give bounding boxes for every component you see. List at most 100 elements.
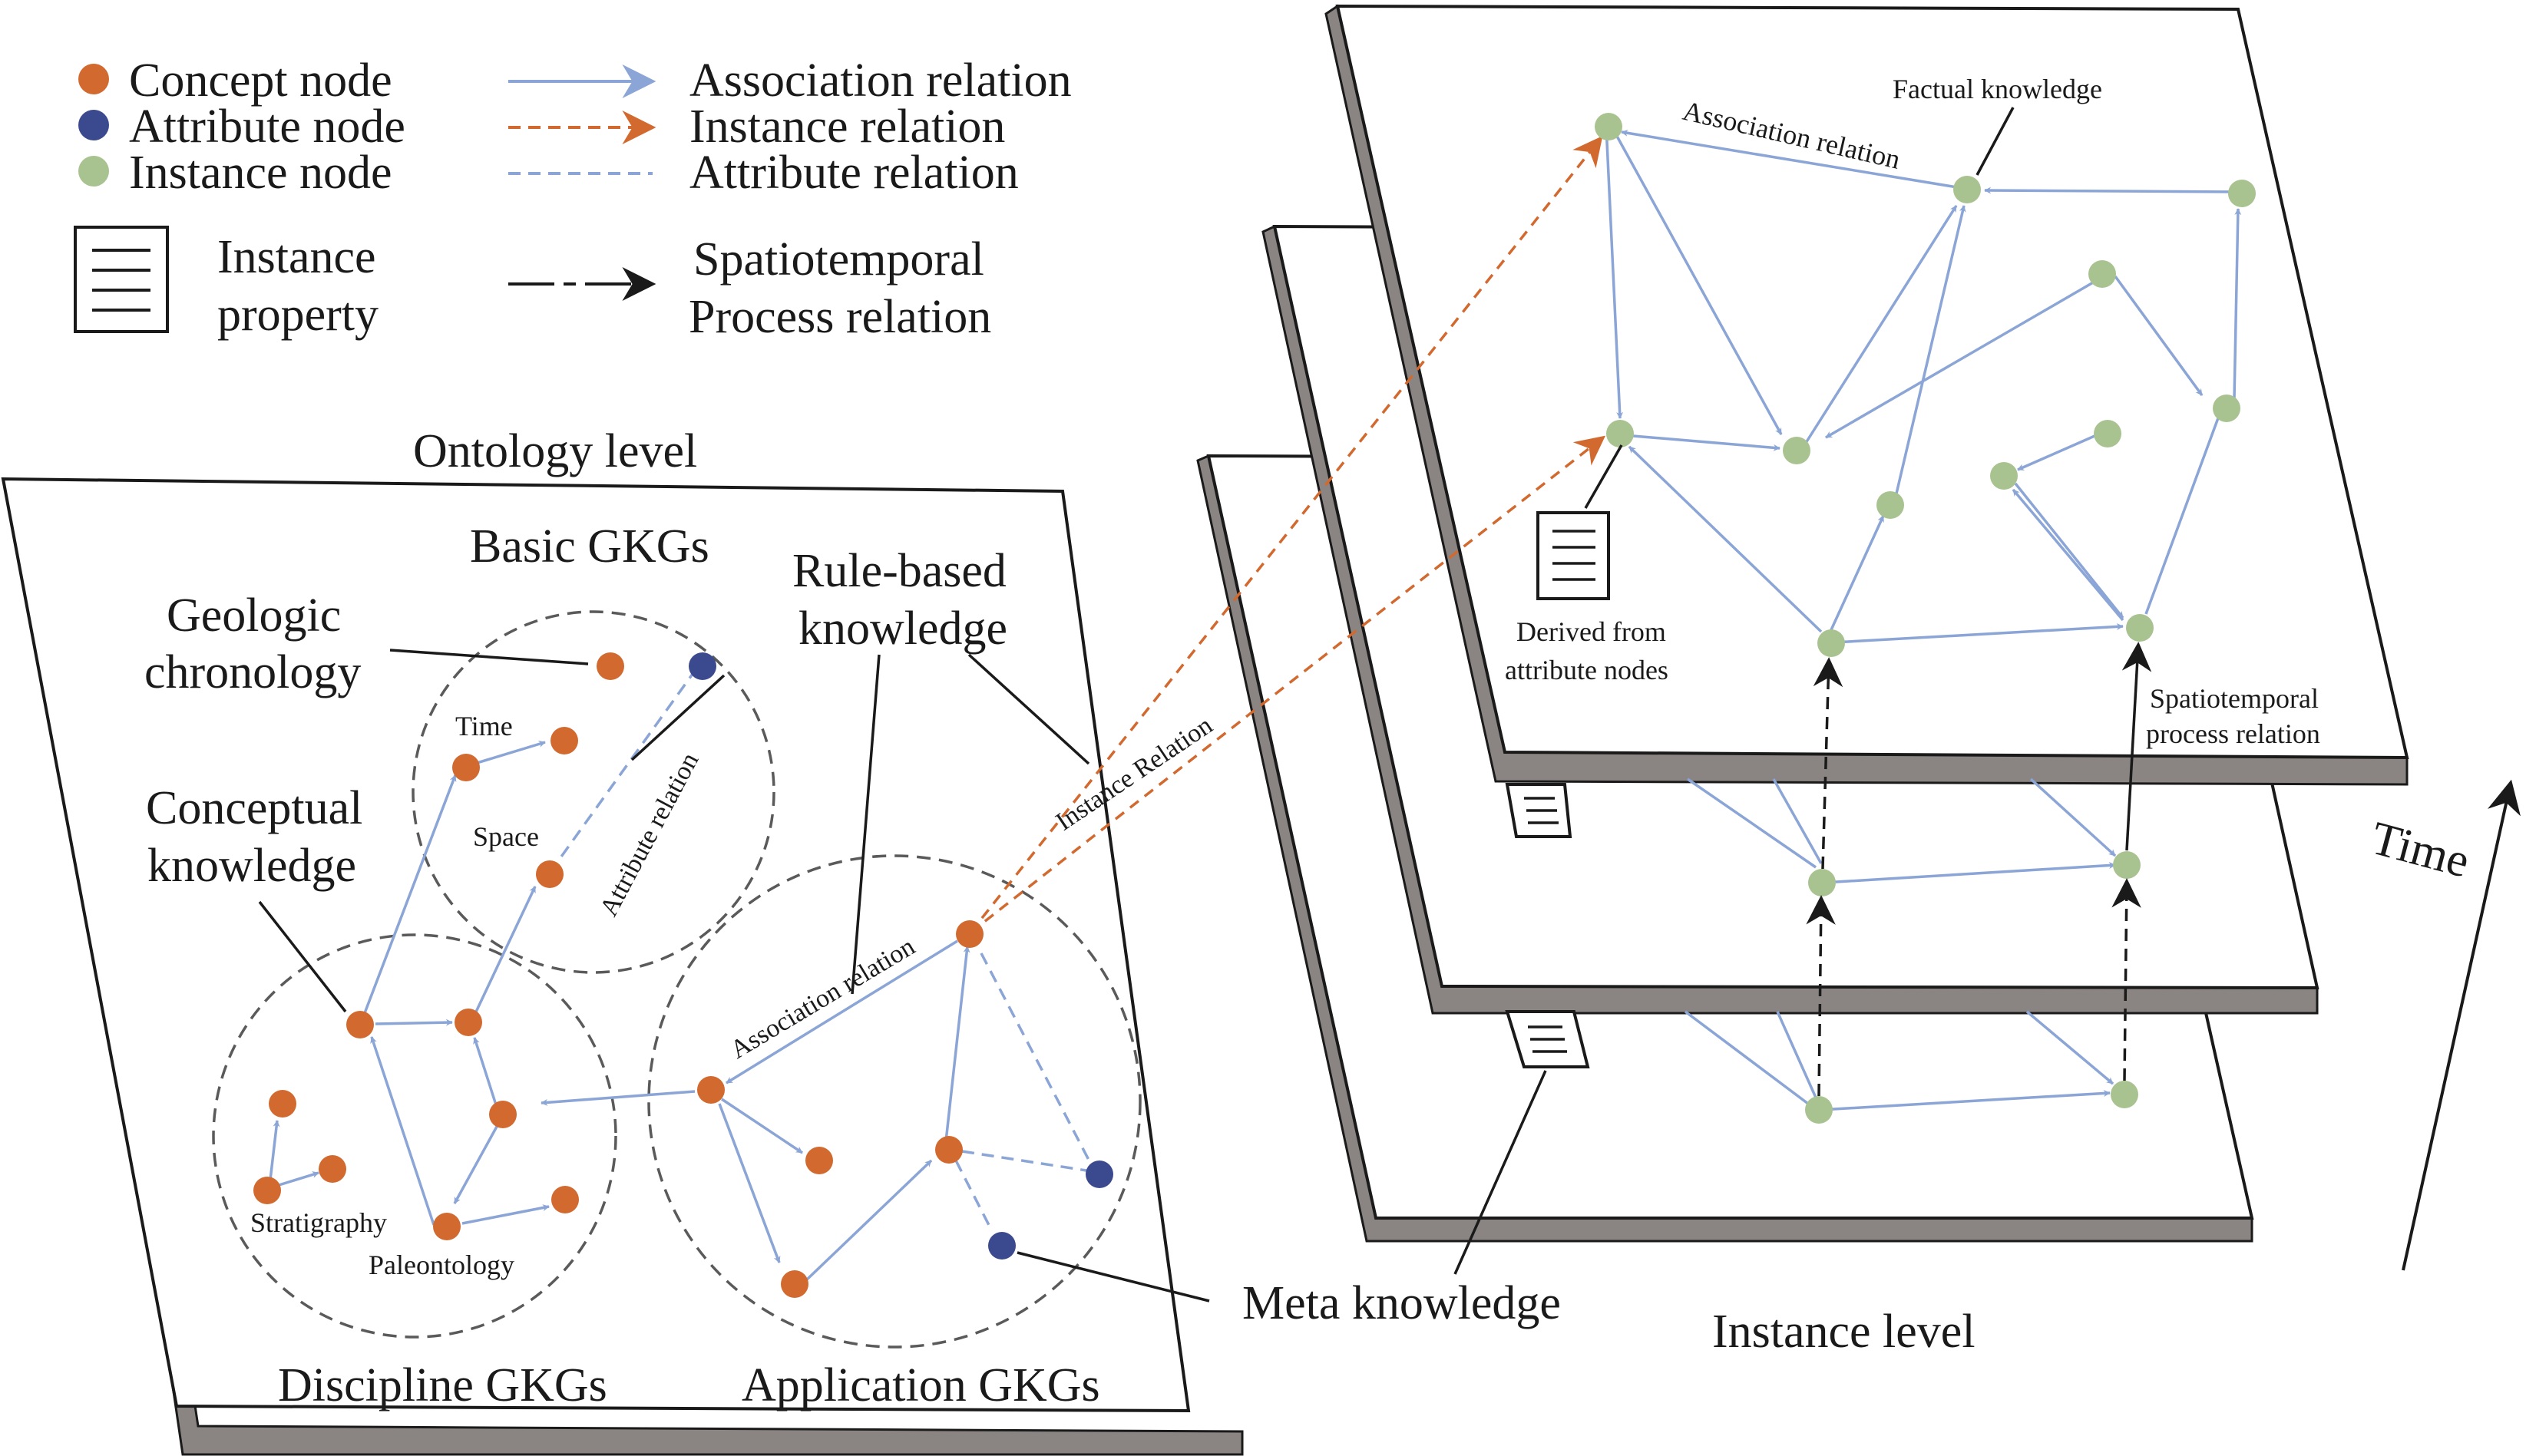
rule-based-knowledge-label-2: knowledge — [798, 603, 1007, 655]
space-label: Space — [473, 821, 539, 852]
edge — [1621, 129, 1962, 190]
concept-node-swatch — [78, 64, 109, 94]
top-plane-edges — [1605, 125, 2242, 644]
basic-gkgs-label: Basic GKGs — [470, 520, 709, 573]
edge — [954, 1160, 992, 1229]
derived-property-document-icon — [1536, 511, 1610, 600]
edge — [1825, 275, 2104, 439]
instance-spatiotemporal-label-2: process relation — [2146, 718, 2320, 749]
edge — [375, 1019, 453, 1026]
ontology-edges — [268, 669, 1092, 1282]
time-label: Time — [455, 711, 513, 741]
instance-node — [2113, 851, 2141, 879]
edge — [944, 946, 970, 1142]
leader — [851, 654, 881, 995]
edge — [1687, 778, 1817, 869]
ontology-level-title: Ontology level — [413, 425, 697, 477]
application-gkgs-label: Application GKGs — [742, 1359, 1100, 1411]
edge — [1776, 1011, 1817, 1098]
instance-plane-top — [1335, 4, 2409, 760]
edge — [470, 886, 537, 1022]
edge — [1613, 131, 1783, 435]
attribute-node-swatch — [78, 110, 109, 140]
rule-based-knowledge-label-1: Rule-based — [792, 545, 1007, 597]
edge — [2144, 415, 2220, 615]
concept-node — [781, 1270, 808, 1298]
spatiotemporal-edge — [1806, 895, 1836, 1097]
legend-instance-node: Instance node — [129, 147, 392, 199]
middle-plane-edges — [1687, 778, 2117, 884]
edge — [453, 1124, 499, 1204]
edge — [1984, 187, 2235, 194]
edge — [1828, 515, 1885, 634]
leader — [1584, 444, 1623, 509]
edge — [2014, 482, 2124, 619]
instance-node — [1990, 462, 2018, 490]
instance-node-swatch — [78, 156, 109, 187]
conceptual-knowledge-label-2: knowledge — [147, 840, 356, 892]
instance-relation-edge — [969, 135, 1603, 934]
edge — [2114, 275, 2204, 397]
leader — [389, 649, 589, 665]
instance-level-title: Instance level — [1712, 1306, 1976, 1358]
factual-knowledge-label: Factual knowledge — [1893, 74, 2102, 104]
edge — [466, 741, 546, 768]
leader — [1017, 1251, 1210, 1302]
legend-concept-node: Concept node — [129, 54, 392, 107]
instance-node — [2111, 1081, 2138, 1108]
concept-node — [805, 1147, 833, 1174]
legend-instance-property-1: Instance — [217, 231, 376, 283]
leader — [1453, 1070, 1547, 1275]
concept-node — [697, 1076, 725, 1104]
concept-node — [433, 1213, 461, 1240]
concept-node — [536, 860, 564, 888]
edge — [541, 1090, 696, 1106]
concept-node — [269, 1090, 296, 1118]
geologic-chronology-label-1: Geologic — [167, 589, 341, 642]
legend-association-relation: Association relation — [689, 54, 1072, 107]
edge — [1684, 1010, 1810, 1105]
edge — [359, 774, 457, 1024]
concept-node — [346, 1011, 374, 1038]
edge — [961, 1150, 1087, 1172]
instance-node — [1808, 869, 1836, 896]
concept-node — [956, 920, 984, 948]
derived-from-label-2: attribute nodes — [1505, 655, 1668, 685]
legend-spatiotemporal-2: Process relation — [689, 291, 991, 343]
spatiotemporal-edge — [2121, 642, 2152, 851]
spatiotemporal-edge — [1813, 657, 1843, 870]
legend-instance-relation: Instance relation — [689, 101, 1005, 153]
edge — [473, 1037, 501, 1115]
discipline-gkgs-boundary — [212, 933, 617, 1339]
instance-node — [1595, 113, 1622, 140]
edge — [1632, 434, 1780, 451]
application-gkgs-boundary — [647, 854, 1142, 1349]
discipline-gkgs-label: Discipline GKGs — [278, 1359, 607, 1411]
concept-node — [550, 727, 578, 754]
edge — [2025, 1010, 2114, 1085]
edge — [548, 669, 696, 874]
edge — [1772, 778, 1823, 864]
attribute-node — [988, 1232, 1016, 1260]
concept-node — [455, 1009, 482, 1036]
ontology-leaders — [258, 649, 1210, 1302]
edge — [1833, 622, 2124, 644]
document-icon — [74, 226, 169, 333]
edge — [805, 1159, 933, 1282]
edge — [1895, 205, 1966, 494]
attribute-node — [1086, 1161, 1113, 1188]
edge — [461, 1204, 550, 1225]
ontology-level: Ontology level — [1, 425, 1561, 1456]
instance-node — [2213, 395, 2240, 422]
edge — [726, 939, 958, 1085]
edge — [721, 1098, 803, 1154]
instance-node — [1805, 1096, 1833, 1124]
edge — [2012, 488, 2124, 622]
edge — [1823, 861, 2116, 884]
time-axis-arrow — [2402, 779, 2521, 1271]
legend-instance-property-2: property — [217, 289, 379, 341]
concept-node — [597, 652, 624, 680]
instance-node — [1953, 176, 1981, 203]
edge — [718, 1103, 781, 1263]
